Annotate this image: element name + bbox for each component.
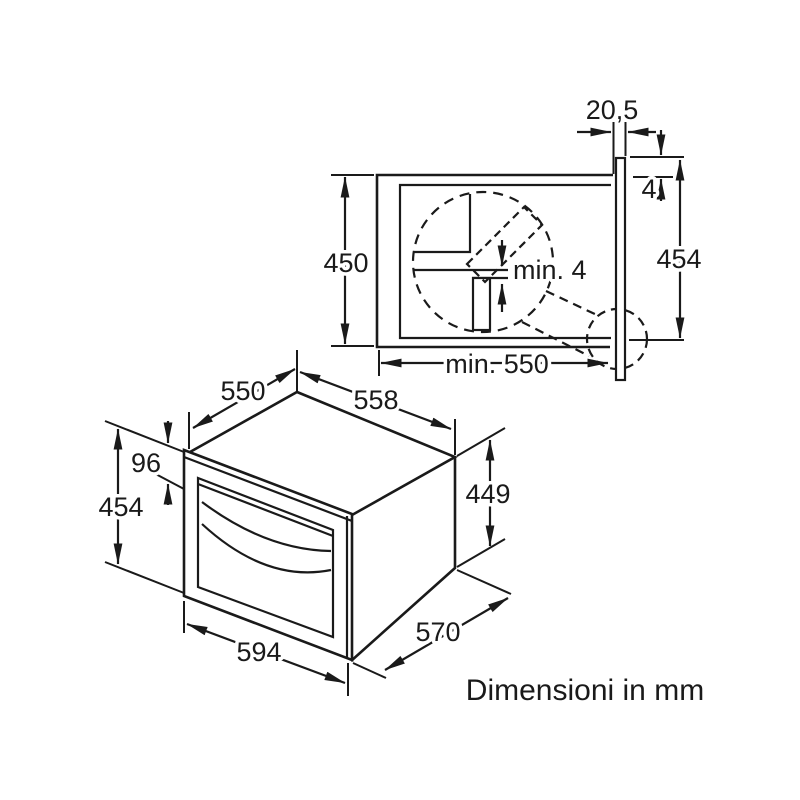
label-frame-protrusion: 20,5 <box>586 95 639 125</box>
niche-cutout-section: 450 min. 550 20,5 4 454 min. 4 <box>320 92 705 383</box>
detail-connector-line <box>545 290 600 317</box>
label-niche-depth: min. 550 <box>445 349 549 379</box>
socket-block <box>471 276 492 332</box>
front-frame-bar <box>614 156 627 382</box>
label-front-height: 454 <box>98 492 143 522</box>
rear-panel-corner <box>413 194 472 254</box>
dimension-top-width <box>299 370 456 455</box>
dimension-body-depth <box>352 569 512 679</box>
label-top-depth: 550 <box>220 376 265 406</box>
niche-outer-wall <box>375 173 613 349</box>
frame-top-bevel <box>183 455 353 523</box>
dimension-niche-depth <box>378 350 609 376</box>
label-niche-height: 450 <box>323 248 368 278</box>
label-body-depth: 570 <box>415 617 460 647</box>
dimension-front-width <box>183 601 349 696</box>
door-handle-curve-lower <box>201 523 332 574</box>
label-top-strip: 96 <box>131 448 161 478</box>
label-top-overlap: 4 <box>641 174 656 204</box>
dimension-top-depth <box>188 350 298 449</box>
appliance-isometric-view: 550 558 96 454 449 594 570 <box>95 350 514 696</box>
detail-connector-line <box>521 321 590 357</box>
label-plug-clearance: min. 4 <box>513 255 587 285</box>
dimension-niche-height <box>331 174 374 347</box>
dimension-top-overlap <box>630 130 684 201</box>
dimension-frame-height <box>629 159 685 341</box>
dimension-frame-protrusion <box>577 122 656 174</box>
plug-detail-circle <box>411 190 555 334</box>
door-top-edge <box>197 482 334 538</box>
niche-inner-wall <box>398 183 611 340</box>
label-frame-height: 454 <box>656 244 701 274</box>
label-top-width: 558 <box>353 385 398 415</box>
dimension-top-strip <box>149 421 185 505</box>
label-body-height: 449 <box>465 479 510 509</box>
dimension-front-height <box>104 420 185 594</box>
door-handle-curve-upper <box>201 501 332 553</box>
dimension-body-height <box>456 427 506 568</box>
units-caption: Dimensioni in mm <box>466 674 704 707</box>
label-front-width: 594 <box>236 637 281 667</box>
plug-dashed-outline <box>465 205 544 284</box>
plug-clearance-detail <box>411 190 555 334</box>
